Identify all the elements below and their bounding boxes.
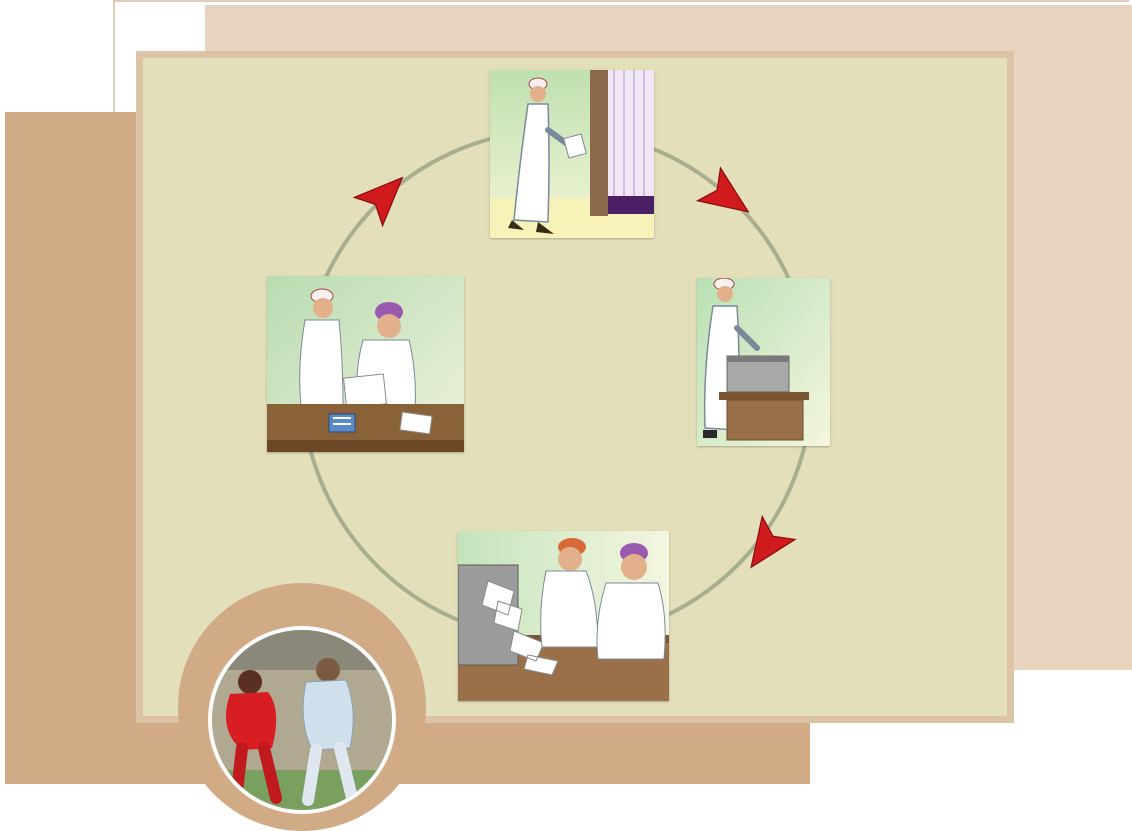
- voter-entering-booth-illustration: [490, 70, 654, 238]
- arrow-top-right-icon: [695, 166, 750, 213]
- football-players-photo-graphic: [212, 630, 392, 810]
- step-counting-ballots: [458, 531, 669, 701]
- arrow-bottom-right-icon: [750, 514, 797, 569]
- voter-registration-desk-illustration: [267, 276, 464, 452]
- officials-counting-ballots-illustration: [458, 531, 669, 701]
- football-players-photo: [208, 626, 396, 814]
- voter-at-ballot-box-illustration: [697, 278, 830, 446]
- step-voter-entering-booth: [490, 70, 654, 238]
- step-voter-verification: [267, 276, 464, 452]
- step-voter-casting-ballot: [697, 278, 830, 446]
- arrow-top-left-icon: [352, 176, 404, 228]
